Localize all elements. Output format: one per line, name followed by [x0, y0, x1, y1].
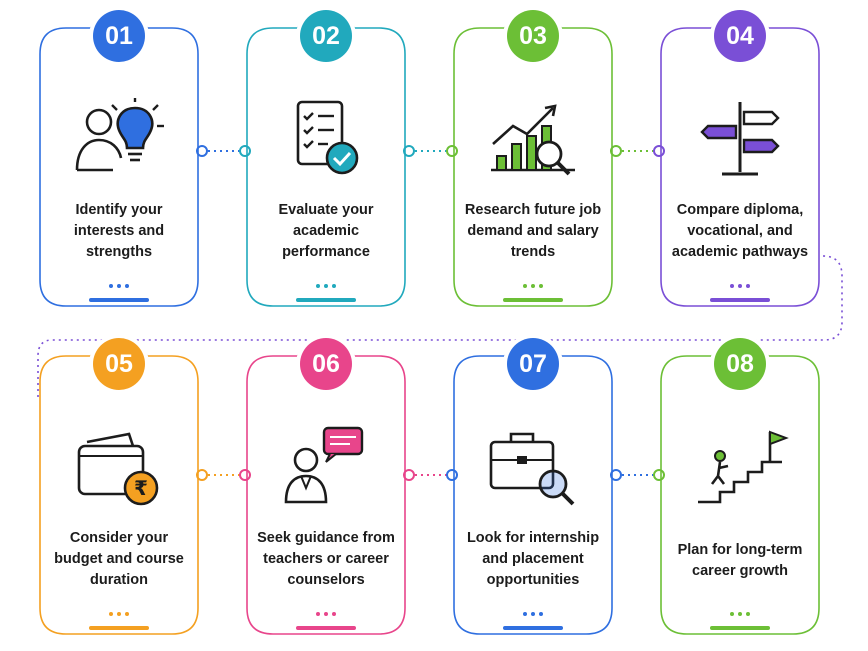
accent-bar [503, 626, 563, 630]
accent-bar [503, 298, 563, 302]
step-number-badge: 08 [714, 338, 766, 390]
dots-indicator [523, 284, 543, 288]
stairs-flag-icon [698, 430, 789, 504]
dots-indicator [730, 612, 750, 616]
briefcase-search-icon [489, 432, 575, 506]
step-number-badge: 04 [714, 10, 766, 62]
accent-bar [296, 298, 356, 302]
person-lightbulb-icon [75, 98, 164, 172]
accent-bar [89, 298, 149, 302]
step-number-badge: 03 [507, 10, 559, 62]
step-number-badge: 07 [507, 338, 559, 390]
step-number-badge: 05 [93, 338, 145, 390]
step-label: Look for internship and placement opport… [466, 530, 600, 588]
svg-text:₹: ₹ [134, 476, 148, 500]
step-label: Plan for long-term career growth [677, 542, 803, 579]
checklist-icon [296, 100, 359, 175]
accent-bar [710, 626, 770, 630]
step-label: Research future job demand and salary tr… [464, 202, 602, 260]
step-label: Seek guidance from teachers or career co… [257, 530, 395, 588]
dots-indicator [523, 612, 543, 616]
accent-bar [89, 626, 149, 630]
wallet-rupee-icon: ₹ [77, 432, 159, 506]
accent-bar [710, 298, 770, 302]
step-number-badge: 01 [93, 10, 145, 62]
signpost-icon [700, 102, 780, 176]
dots-indicator [730, 284, 750, 288]
dots-indicator [316, 284, 336, 288]
dots-indicator [109, 612, 129, 616]
step-label: Evaluate your academic performance [278, 202, 374, 260]
dots-indicator [109, 284, 129, 288]
step-number-badge: 02 [300, 10, 352, 62]
step-label: Consider your budget and course duration [54, 530, 184, 588]
step-label: Compare diploma, vocational, and academi… [671, 202, 809, 260]
growth-chart-magnifier-icon [491, 104, 575, 176]
step-label: Identify your interests and strengths [73, 202, 165, 260]
counselor-chat-icon [284, 426, 364, 504]
dots-indicator [316, 612, 336, 616]
step-number-badge: 06 [300, 338, 352, 390]
accent-bar [296, 626, 356, 630]
